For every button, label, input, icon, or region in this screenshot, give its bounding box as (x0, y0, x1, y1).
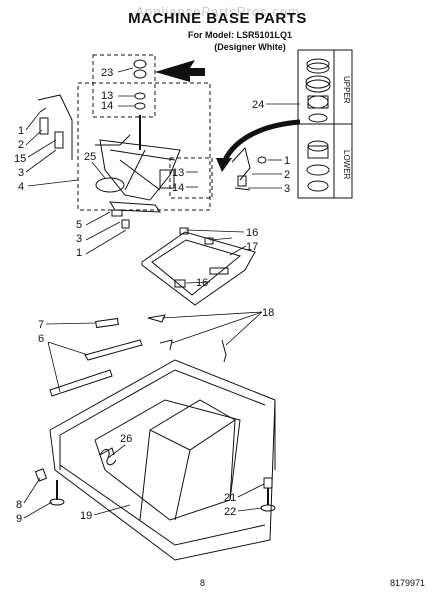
callout-17: 17 (246, 241, 258, 253)
callout-19: 19 (80, 510, 92, 522)
bracket-6 (84, 339, 143, 361)
seal-ring (95, 177, 125, 193)
callout-16: 16 (246, 227, 258, 239)
callout-9: 9 (16, 513, 22, 525)
callout-14: 14 (101, 100, 113, 112)
callout-7: 7 (38, 319, 44, 331)
callout-18: 18 (262, 307, 274, 319)
callout-2-right: 2 (284, 169, 290, 181)
curved-arrow (222, 119, 301, 162)
leader-lines (23, 67, 300, 519)
document-number: 8179971 (390, 578, 426, 588)
callout-6: 6 (38, 333, 44, 345)
rail-6 (49, 369, 113, 397)
callout-1: 1 (18, 125, 24, 137)
callout-15: 15 (14, 153, 26, 165)
callout-5: 5 (76, 219, 82, 231)
lower-fasteners (109, 201, 162, 229)
callout-26: 26 (120, 433, 132, 445)
callout-3: 3 (18, 167, 24, 179)
watermark: AppliancePartsPros.com (135, 4, 300, 19)
clip-18a (147, 314, 166, 323)
callout-24: 24 (252, 99, 264, 111)
pointer-arrow (155, 60, 205, 82)
transmission-assembly (95, 115, 181, 201)
callout-21: 21 (224, 492, 236, 504)
upper-bearing-stack (305, 58, 331, 123)
dashed-group-assembly (77, 82, 211, 211)
panel-label-upper: UPPER (342, 76, 351, 104)
callout-1-right: 1 (284, 155, 290, 167)
callout-23: 23 (101, 67, 113, 79)
color-line: (Designer White) (214, 42, 286, 52)
callout-25: 25 (84, 151, 96, 163)
callout-13: 13 (101, 90, 113, 102)
callout-4: 4 (18, 181, 24, 193)
callout-3-lower: 3 (76, 233, 82, 245)
leveling-leg-right (260, 477, 276, 512)
callout-16-lower: 16 (196, 277, 208, 289)
dashed-group-right (169, 157, 213, 199)
bracket-7 (95, 317, 119, 329)
callout-3-right: 3 (284, 183, 290, 195)
callout-14-right: 14 (172, 182, 184, 194)
clip-18c (221, 339, 227, 363)
left-bracket-parts (37, 94, 73, 160)
base-frame (49, 359, 276, 561)
callout-1-lower: 1 (76, 247, 82, 259)
curved-arrow-head (216, 158, 232, 172)
page-title: MACHINE BASE PARTS (128, 10, 307, 27)
mount-plate (141, 227, 256, 306)
leveling-leg-left (34, 468, 65, 506)
callout-13-right: 13 (172, 167, 184, 179)
callout-8: 8 (16, 499, 22, 511)
callout-22: 22 (224, 506, 236, 518)
clip-18b (159, 339, 173, 351)
page-number: 8 (200, 578, 206, 588)
dashed-group-top (92, 54, 156, 118)
lower-bearing-stack (306, 140, 330, 192)
panel-label-lower: LOWER (342, 150, 351, 180)
callout-2: 2 (18, 139, 24, 151)
top-cap-parts (133, 59, 147, 110)
right-bracket-parts (231, 146, 267, 191)
model-line: For Model: LSR5101LQ1 (187, 30, 293, 40)
